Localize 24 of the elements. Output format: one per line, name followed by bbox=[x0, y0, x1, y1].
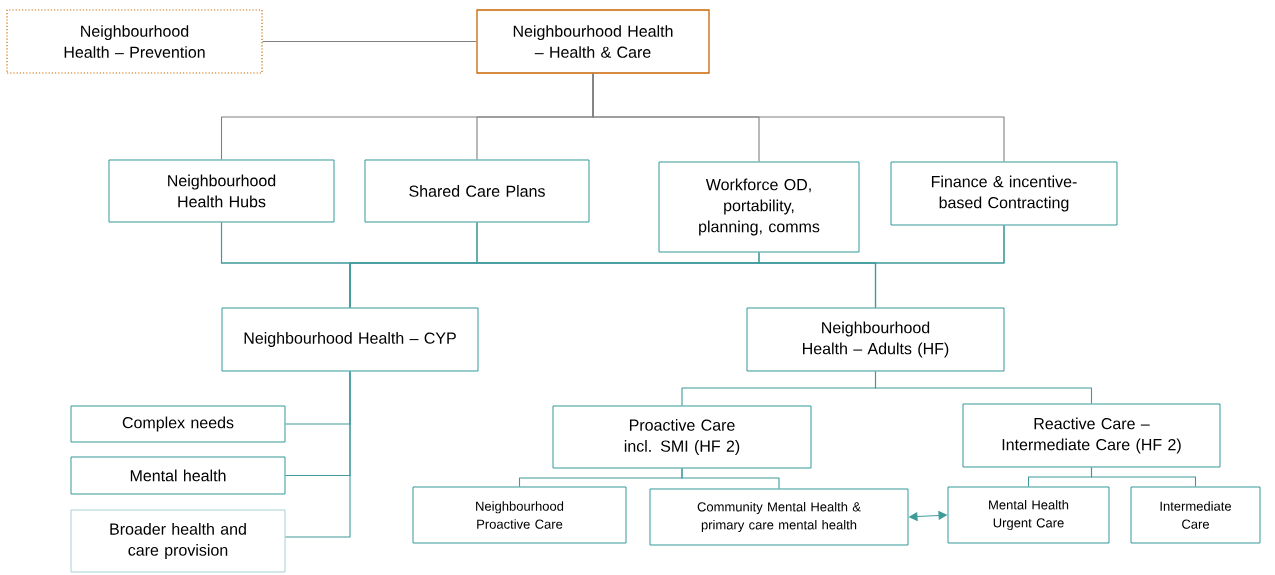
connector-line bbox=[592, 73, 1005, 163]
process-box: Complex needs bbox=[70, 405, 286, 443]
connector-line bbox=[681, 467, 780, 490]
process-box: Workforce OD, portability, planning, comms bbox=[658, 161, 860, 253]
connector-line bbox=[874, 370, 1093, 405]
connector-line bbox=[284, 370, 351, 538]
connector-line bbox=[1090, 466, 1197, 488]
process-box: Reactive Care – Intermediate Care (HF 2) bbox=[962, 403, 1221, 468]
process-box: Neighbourhood Health Hubs bbox=[108, 159, 335, 223]
process-box: Neighbourhood Health – Adults (HF) bbox=[746, 307, 1005, 372]
process-box: Mental health bbox=[70, 456, 286, 495]
process-box: Neighbourhood Health – Prevention bbox=[6, 9, 263, 74]
process-box: Broader health and care provision bbox=[70, 509, 286, 573]
connector-line bbox=[874, 224, 1005, 309]
process-box: Finance & incentive-based Contracting bbox=[890, 161, 1118, 226]
process-box: Neighbourhood Proactive Care bbox=[412, 486, 627, 544]
process-box: Community Mental Health & primary care mental health bbox=[649, 488, 909, 546]
process-box: Neighbourhood Health – Health & Care bbox=[476, 9, 710, 74]
connector-line bbox=[262, 40, 477, 43]
process-box: Mental Health Urgent Care bbox=[947, 486, 1110, 544]
process-box: Intermediate Care bbox=[1130, 486, 1261, 544]
process-box: Neighbourhood Health – CYP bbox=[221, 307, 479, 372]
process-box: Shared Care Plans bbox=[364, 159, 590, 223]
process-box: Proactive Care incl. SMI (HF 2) bbox=[552, 405, 812, 469]
